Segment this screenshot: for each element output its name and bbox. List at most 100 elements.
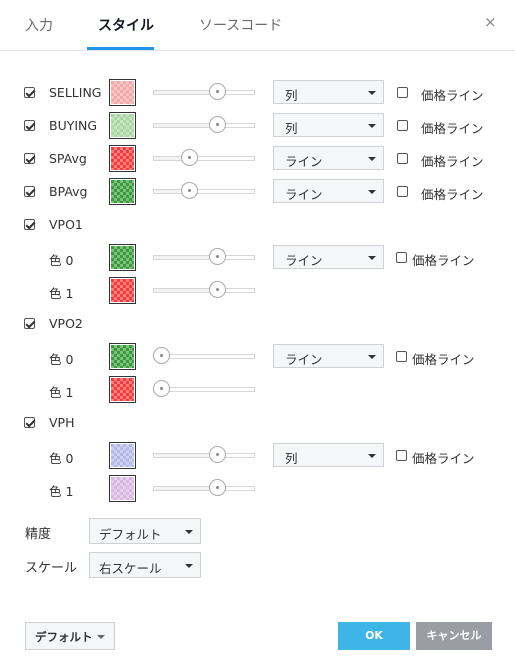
chevron-down-icon bbox=[368, 454, 376, 458]
vpo2-price-line-label: 価格ライン bbox=[412, 352, 475, 367]
vpo1-label: VPO1 bbox=[49, 217, 83, 232]
vpo1-visible-checkbox[interactable] bbox=[24, 219, 35, 230]
slider-knob[interactable] bbox=[153, 347, 170, 364]
buying-plot-type-value: 列 bbox=[285, 121, 298, 136]
cancel-button[interactable]: キャンセル bbox=[416, 622, 492, 650]
vph-color0-label: 色 0 bbox=[49, 451, 74, 466]
spavg-color-swatch[interactable] bbox=[109, 145, 136, 172]
chevron-down-icon bbox=[368, 124, 376, 128]
row-vpo1: VPO1 bbox=[0, 210, 515, 240]
vpo1-price-line-label: 価格ライン bbox=[412, 253, 475, 268]
bpavg-price-line-checkbox[interactable] bbox=[397, 186, 408, 197]
vpo2-color0-swatch[interactable] bbox=[109, 343, 136, 370]
row-vph-color0: 色 0 列 価格ライン bbox=[0, 441, 515, 471]
row-vpo2-color0: 色 0 ライン 価格ライン bbox=[0, 342, 515, 372]
row-spavg: SPAvg ライン 価格ライン bbox=[0, 144, 515, 174]
buying-color-swatch[interactable] bbox=[109, 112, 136, 139]
vpo1-color1-slider[interactable] bbox=[153, 281, 255, 298]
slider-knob[interactable] bbox=[208, 446, 226, 463]
spavg-price-line-checkbox[interactable] bbox=[397, 153, 408, 164]
vpo2-plot-type-value: ライン bbox=[285, 352, 323, 367]
defaults-label: デフォルト bbox=[35, 630, 93, 644]
scale-select[interactable]: 右スケール bbox=[89, 552, 201, 578]
bpavg-plot-type-value: ライン bbox=[285, 187, 323, 202]
spavg-width-slider[interactable] bbox=[153, 149, 255, 166]
slider-knob[interactable] bbox=[180, 149, 198, 166]
vph-price-line-checkbox[interactable] bbox=[396, 450, 407, 461]
chevron-down-icon bbox=[368, 91, 376, 95]
ok-button[interactable]: OK bbox=[338, 622, 410, 650]
selling-price-line-label: 価格ライン bbox=[421, 88, 484, 103]
tab-input[interactable]: 入力 bbox=[25, 18, 53, 34]
scale-value: 右スケール bbox=[99, 561, 162, 576]
spavg-label: SPAvg bbox=[49, 151, 87, 166]
vpo2-color1-slider[interactable] bbox=[153, 380, 255, 397]
vph-price-line-label: 価格ライン bbox=[412, 451, 475, 466]
vph-color1-label: 色 1 bbox=[49, 484, 74, 499]
scale-label: スケール bbox=[25, 561, 78, 576]
chevron-down-icon bbox=[185, 564, 193, 568]
vpo2-color0-slider[interactable] bbox=[153, 347, 255, 364]
bpavg-width-slider[interactable] bbox=[153, 182, 255, 199]
buying-opacity-slider[interactable] bbox=[153, 116, 255, 133]
spavg-price-line-label: 価格ライン bbox=[421, 154, 484, 169]
chevron-down-icon bbox=[368, 256, 376, 260]
vpo2-price-line-checkbox[interactable] bbox=[396, 351, 407, 362]
bpavg-plot-type-select[interactable]: ライン bbox=[273, 179, 384, 203]
chevron-down-icon bbox=[185, 530, 193, 534]
slider-knob[interactable] bbox=[180, 182, 198, 199]
vpo2-visible-checkbox[interactable] bbox=[24, 318, 35, 329]
vph-plot-type-select[interactable]: 列 bbox=[273, 443, 384, 467]
vpo1-color1-swatch[interactable] bbox=[109, 277, 136, 304]
buying-price-line-label: 価格ライン bbox=[421, 121, 484, 136]
vpo1-color0-slider[interactable] bbox=[153, 248, 255, 265]
row-vpo2-color1: 色 1 bbox=[0, 375, 515, 405]
row-bpavg: BPAvg ライン 価格ライン bbox=[0, 177, 515, 207]
vpo1-plot-type-select[interactable]: ライン bbox=[273, 245, 384, 269]
buying-plot-type-select[interactable]: 列 bbox=[273, 113, 384, 137]
chevron-down-icon bbox=[368, 157, 376, 161]
selling-visible-checkbox[interactable] bbox=[24, 87, 35, 98]
slider-knob[interactable] bbox=[153, 380, 170, 397]
vpo2-color1-label: 色 1 bbox=[49, 385, 74, 400]
slider-knob[interactable] bbox=[208, 83, 226, 100]
vpo2-plot-type-select[interactable]: ライン bbox=[273, 344, 384, 368]
row-buying: BUYING 列 価格ライン bbox=[0, 111, 515, 141]
chevron-down-icon bbox=[368, 190, 376, 194]
buying-visible-checkbox[interactable] bbox=[24, 120, 35, 131]
tab-style[interactable]: スタイル bbox=[98, 18, 154, 34]
spavg-plot-type-select[interactable]: ライン bbox=[273, 146, 384, 170]
close-icon[interactable]: × bbox=[484, 13, 497, 31]
vpo1-color0-label: 色 0 bbox=[49, 253, 74, 268]
tab-source-code[interactable]: ソースコード bbox=[199, 18, 283, 34]
vph-color0-slider[interactable] bbox=[153, 446, 255, 463]
spavg-visible-checkbox[interactable] bbox=[24, 153, 35, 164]
vpo2-color1-swatch[interactable] bbox=[109, 376, 136, 403]
slider-knob[interactable] bbox=[208, 281, 226, 298]
vpo1-price-line-checkbox[interactable] bbox=[396, 252, 407, 263]
precision-label: 精度 bbox=[25, 527, 52, 542]
selling-plot-type-select[interactable]: 列 bbox=[273, 80, 384, 104]
bpavg-color-swatch[interactable] bbox=[109, 178, 136, 205]
row-vph: VPH bbox=[0, 408, 515, 438]
slider-knob[interactable] bbox=[208, 479, 226, 496]
slider-knob[interactable] bbox=[208, 116, 226, 133]
vpo1-color0-swatch[interactable] bbox=[109, 244, 136, 271]
chevron-down-icon bbox=[368, 355, 376, 359]
vph-color1-slider[interactable] bbox=[153, 479, 255, 496]
vph-color1-swatch[interactable] bbox=[109, 475, 136, 502]
selling-opacity-slider[interactable] bbox=[153, 83, 255, 100]
bpavg-price-line-label: 価格ライン bbox=[421, 187, 484, 202]
vph-color0-swatch[interactable] bbox=[109, 442, 136, 469]
vph-visible-checkbox[interactable] bbox=[24, 417, 35, 428]
precision-select[interactable]: デフォルト bbox=[89, 518, 201, 544]
selling-price-line-checkbox[interactable] bbox=[397, 87, 408, 98]
bpavg-label: BPAvg bbox=[49, 184, 88, 199]
slider-knob[interactable] bbox=[208, 248, 226, 265]
vph-plot-type-value: 列 bbox=[285, 451, 298, 466]
buying-price-line-checkbox[interactable] bbox=[397, 120, 408, 131]
spavg-plot-type-value: ライン bbox=[285, 154, 323, 169]
selling-color-swatch[interactable] bbox=[109, 79, 136, 106]
bpavg-visible-checkbox[interactable] bbox=[24, 186, 35, 197]
defaults-dropdown[interactable]: デフォルト bbox=[25, 622, 115, 650]
